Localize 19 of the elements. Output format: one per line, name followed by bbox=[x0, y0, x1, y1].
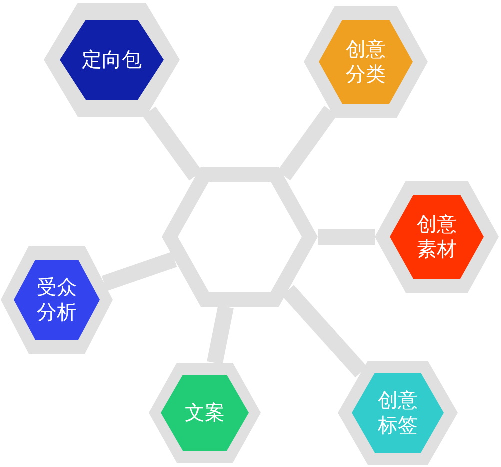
node-label: 创意素材 bbox=[417, 212, 457, 262]
connector-line bbox=[207, 305, 234, 365]
connector-line bbox=[102, 252, 178, 292]
node-label: 创意标签 bbox=[378, 388, 418, 438]
hexagon-node bbox=[1, 246, 113, 354]
hexagon-node bbox=[375, 181, 499, 293]
hexagon-node bbox=[44, 3, 180, 117]
connector-line bbox=[282, 285, 368, 378]
hexagon-node bbox=[338, 361, 458, 465]
connector-line bbox=[318, 229, 375, 245]
connector-line bbox=[142, 106, 202, 181]
empty-hexagon bbox=[162, 167, 318, 307]
hexagon-node bbox=[149, 363, 261, 463]
node-label: 创意分类 bbox=[346, 37, 386, 87]
node-label: 受众分析 bbox=[37, 275, 77, 325]
node-label: 文案 bbox=[185, 400, 225, 426]
connector-line bbox=[277, 106, 338, 181]
node-label: 定向包 bbox=[81, 48, 143, 72]
hexagon-node bbox=[304, 6, 428, 118]
